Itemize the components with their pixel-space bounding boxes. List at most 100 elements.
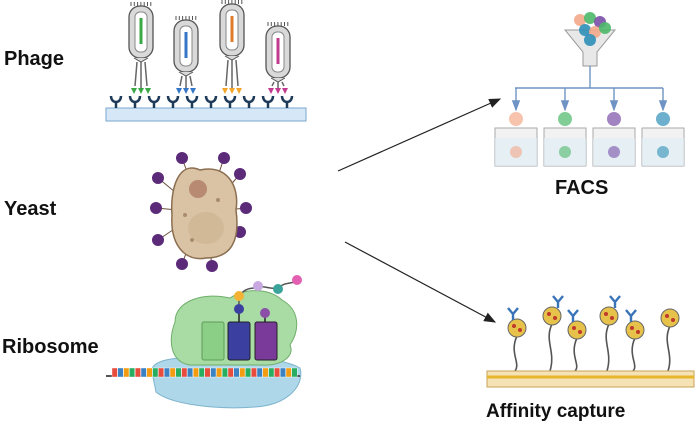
arrow-to-facs <box>337 98 502 172</box>
yeast-surface-proteins <box>150 152 252 272</box>
codon-tile <box>158 367 164 378</box>
codon-tile <box>285 367 292 378</box>
tube-cell-icon <box>510 146 522 158</box>
codon-tile <box>152 367 159 378</box>
ribosome-site-a <box>254 321 278 361</box>
ribosome-label: Ribosome <box>2 336 99 358</box>
receptor-icon <box>280 95 294 104</box>
codon-tile <box>175 367 182 378</box>
codon-tile <box>169 367 176 378</box>
phage-plate <box>105 107 307 122</box>
receptor-row <box>109 95 294 108</box>
phage-display-illustration <box>105 0 307 122</box>
codon-tile <box>274 367 280 378</box>
yeast-display-illustration <box>150 152 252 272</box>
yeast-vacuole <box>188 212 224 244</box>
surface-protein-bead <box>206 260 218 272</box>
bead-icon <box>507 318 527 338</box>
codon-tile <box>245 367 251 378</box>
codon-tile <box>123 367 130 378</box>
codon-tile <box>117 367 124 378</box>
ribosome-site-e <box>201 321 225 361</box>
codon-tile <box>198 367 205 378</box>
antibody-icon <box>609 295 621 308</box>
affinity-capture-illustration <box>486 295 695 388</box>
phage-particles <box>128 0 291 94</box>
cell-icon <box>579 24 591 36</box>
codon-tile <box>187 367 193 378</box>
ribosome-display-illustration <box>106 275 302 409</box>
codon-tile <box>291 367 298 378</box>
tether-line <box>666 325 671 372</box>
surface-protein-bead <box>176 258 188 270</box>
receptor-icon <box>185 95 199 104</box>
receptor-icon <box>204 95 218 104</box>
codon-tile <box>140 367 147 378</box>
phage-icon <box>173 16 199 94</box>
affinity-capture-label: Affinity capture <box>486 401 626 422</box>
tether-line <box>605 323 610 372</box>
codon-tile <box>163 367 170 378</box>
receptor-icon <box>261 95 275 104</box>
antibody-icon <box>552 295 564 308</box>
tether-line <box>573 337 578 372</box>
tube-cell-icon <box>657 146 669 158</box>
codon-tile <box>192 367 199 378</box>
bead-icon <box>660 308 680 328</box>
codon-tile <box>239 367 246 378</box>
tether-line <box>513 335 518 372</box>
antibody-icon <box>507 307 519 320</box>
surface-protein-bead <box>150 202 162 214</box>
mrna-codons <box>111 367 298 378</box>
receptor-icon <box>128 95 142 104</box>
phage-label: Phage <box>4 48 65 70</box>
arrow-to-affinity <box>344 241 497 323</box>
phage-icon <box>219 0 245 94</box>
nascent-peptide <box>238 280 298 305</box>
codon-tile <box>233 367 240 378</box>
tether-line <box>631 337 636 372</box>
tube-cell-icon <box>608 146 620 158</box>
sorted-cell-icon <box>656 112 670 126</box>
surface-protein-bead <box>218 152 230 164</box>
codon-tile <box>262 367 269 378</box>
facs-funnel <box>563 29 617 67</box>
receptor-icon <box>147 95 161 104</box>
codon-tile <box>204 367 211 378</box>
cell-icon <box>599 22 611 34</box>
affinity-tethers <box>507 295 680 372</box>
funnel-cells <box>574 12 611 46</box>
codon-tile <box>181 367 188 378</box>
cell-icon <box>574 14 586 26</box>
surface-protein-bead <box>176 152 188 164</box>
yeast-nucleus <box>189 180 207 198</box>
sorted-cell-icon <box>558 112 572 126</box>
sorted-cell-icon <box>607 112 621 126</box>
facs-illustration <box>494 12 685 167</box>
codon-tile <box>216 367 222 378</box>
receptor-icon <box>166 95 180 104</box>
yeast-label: Yeast <box>4 198 57 220</box>
codon-tile <box>256 367 263 378</box>
surface-protein-bead <box>240 202 252 214</box>
codon-tile <box>250 367 257 378</box>
bead-icon <box>542 306 562 326</box>
codon-tile <box>111 367 118 378</box>
receptor-icon <box>109 95 123 104</box>
codon-tile <box>129 367 135 378</box>
phage-icon <box>128 2 154 94</box>
codon-tile <box>210 367 217 378</box>
antibody-icon <box>625 309 637 322</box>
tube-cell-icon <box>559 146 571 158</box>
codon-tile <box>227 367 234 378</box>
codon-tile <box>146 367 153 378</box>
ribosome-site-p <box>227 321 251 361</box>
codon-tile <box>134 367 141 378</box>
codon-tile <box>221 367 228 378</box>
facs-tubes <box>494 88 685 167</box>
receptor-icon <box>223 95 237 104</box>
affinity-plate <box>486 370 695 388</box>
cell-icon <box>584 34 596 46</box>
surface-protein-bead <box>152 172 164 184</box>
